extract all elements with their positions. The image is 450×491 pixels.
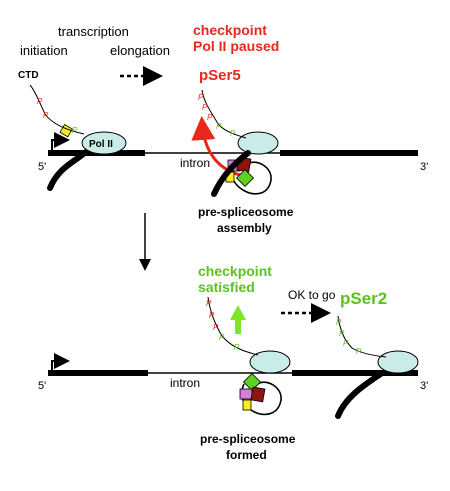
bottom-darkred-factor [250,386,266,403]
checkpoint-satisfied-label: checkpoint [198,263,272,279]
sat-p-2: P [209,311,215,320]
ctd-tail-initiation [29,84,85,135]
top-pre-spliceosome-label: pre-spliceosome [198,205,294,219]
bottom-five-prime: 5' [38,380,46,392]
green-up-arrow [230,305,246,334]
pol2-label: Pol II [89,139,113,150]
top-right-rna [211,150,251,197]
pser2-p-2: P [339,329,345,338]
ctd-label: CTD [18,70,39,81]
bottom-three-prime: 3' [420,380,428,392]
bottom-magenta-factor [239,388,253,400]
top-green-factor [235,168,255,188]
sat-p-5: P [234,343,240,352]
checkpoint-label: checkpoint [193,22,267,38]
ctd-tail-paused [201,89,247,139]
pser2-p-4: P [356,347,362,356]
pol2-satisfied [249,350,291,374]
pol2-paused [237,131,279,155]
pser5-label: pSer5 [199,67,241,84]
ctd-tail-pser2 [337,315,387,358]
top-three-prime: 3' [420,161,428,173]
pser2-p-3: P [343,339,349,348]
red-signal-arrow [191,116,245,178]
bottom-right-rna [335,370,385,419]
top-left-rna [47,149,89,191]
ok-to-go-label: OK to go [288,288,336,302]
bottom-formed-label: formed [226,448,267,462]
paused-p-3: P [207,113,213,122]
ctd-p-1: P [37,97,43,106]
paused-p-2: P [202,103,208,112]
pol2-paused-label: Pol II paused [193,38,279,54]
pser2-label: pSer2 [340,289,387,308]
ctd-tail-satisfied [207,296,259,356]
pser2-p-1: P [336,318,342,327]
paused-p-4: P [216,122,222,131]
ctd-p-2: P [43,111,49,120]
top-five-prime: 5' [38,161,46,173]
satisfied-label: satisfied [198,279,255,295]
ctd-p-3: P [72,126,78,135]
bottom-pre-spliceosome-label: pre-spliceosome [200,432,296,446]
bottom-tss-arrow [51,353,70,373]
pol2-elongating [377,350,419,374]
sat-p-4: P [219,333,225,342]
top-assembly-label: assembly [217,221,272,235]
top-intron-label: intron [180,156,210,170]
bottom-intron-label: intron [170,376,200,390]
bottom-green-factor [242,372,262,392]
pol2-initiation [81,131,127,155]
paused-p-1: P [198,93,204,102]
transcription-label: transcription [58,24,129,39]
initiation-label: initiation [20,43,68,58]
top-tss-arrow [51,132,70,153]
sat-p-3: P [213,323,219,332]
bottom-yellow-factor [242,399,252,411]
sat-p-1: P [206,299,212,308]
elongation-label: elongation [110,43,170,58]
paused-p-5: P [230,129,236,138]
